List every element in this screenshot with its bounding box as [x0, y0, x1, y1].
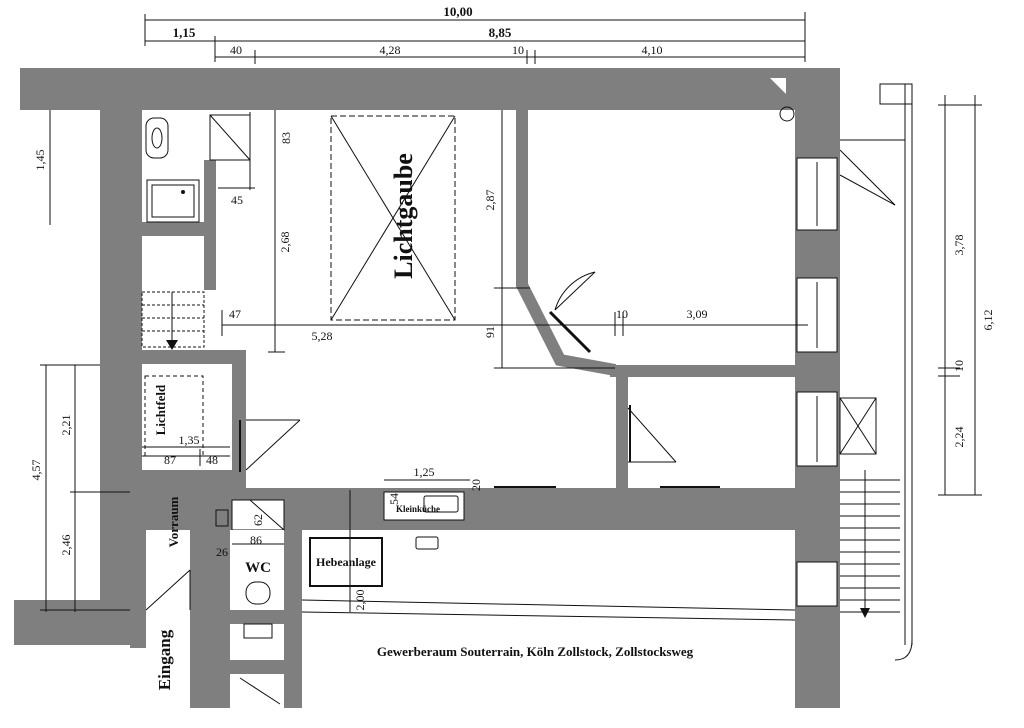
dim-top-c4: 4,10: [642, 43, 663, 57]
dim-right-10: 10: [952, 360, 966, 372]
top-dimension-lines: [144, 12, 806, 64]
dim-wc-86: 86: [250, 533, 262, 547]
dim-83: 83: [279, 132, 293, 144]
walls: [14, 68, 840, 708]
dim-top-total: 10,00: [443, 4, 472, 19]
bath-fixtures: [145, 114, 251, 223]
door-swings: [239, 271, 720, 488]
dim-right-224: 2,24: [952, 427, 966, 448]
dim-268: 2,68: [278, 232, 292, 253]
dim-528: 5,28: [312, 329, 333, 343]
dim-left-221: 2,21: [59, 415, 73, 436]
label-eingang: Eingang: [155, 629, 174, 690]
lichtgaube-skylight: [330, 115, 456, 321]
dim-left-145: 1,45: [33, 150, 47, 171]
dim-10a: 10: [616, 307, 628, 321]
dim-left-246: 2,46: [59, 535, 73, 556]
dim-right-378: 3,78: [952, 235, 966, 256]
dim-309: 3,09: [687, 307, 708, 321]
dim-top-c2: 4,28: [380, 43, 401, 57]
kleinkueche-block: [383, 479, 470, 521]
wc-area: [145, 499, 285, 708]
diagonal-wall: [516, 110, 628, 490]
dim-right-612: 6,12: [981, 310, 995, 331]
label-kleinkueche: Kleinküche: [396, 504, 440, 514]
left-dimension-lines: [40, 110, 130, 612]
dim-kk-54: 54: [387, 493, 401, 505]
dim-lichtfeld-87: 87: [164, 453, 176, 467]
inner-stair: [141, 291, 205, 350]
dim-top-c1: 40: [230, 43, 242, 57]
dim-heb-200: 2,00: [353, 590, 367, 611]
dim-lichtfeld-48: 48: [206, 453, 218, 467]
lichtfeld-box: [142, 375, 230, 466]
label-lichtfeld: Lichtfeld: [153, 384, 168, 435]
dim-91: 91: [483, 326, 497, 338]
corner-marker: [770, 78, 786, 94]
label-lichtgaube: Lichtgaube: [389, 153, 418, 279]
pipe-marker: [779, 106, 795, 122]
label-vorraum: Vorraum: [166, 496, 181, 547]
dim-top-a: 1,15: [173, 25, 196, 40]
plan-caption: Gewerberaum Souterrain, Köln Zollstock, …: [377, 644, 694, 659]
dim-287: 2,87: [483, 190, 497, 211]
hebeanlage-box: [301, 490, 796, 621]
dim-lichtfeld-135: 1,35: [179, 433, 200, 447]
stair-steps: [840, 470, 900, 618]
dim-wc-26: 26: [216, 545, 228, 559]
dim-left-457: 4,57: [29, 460, 43, 481]
dim-top-c3: 10: [512, 43, 524, 57]
dim-top-b: 8,85: [489, 25, 512, 40]
dim-kk-125: 1,25: [414, 465, 435, 479]
dim-wc-62: 62: [251, 514, 265, 526]
dim-45: 45: [231, 193, 243, 207]
right-windows: [796, 157, 838, 607]
label-hebeanlage: Hebeanlage: [316, 555, 377, 569]
label-wc: WC: [245, 560, 271, 576]
dim-kk-20: 20: [469, 479, 483, 491]
dim-47: 47: [229, 307, 241, 321]
right-dimension-lines: [938, 95, 982, 496]
outside-stair: [839, 83, 913, 661]
